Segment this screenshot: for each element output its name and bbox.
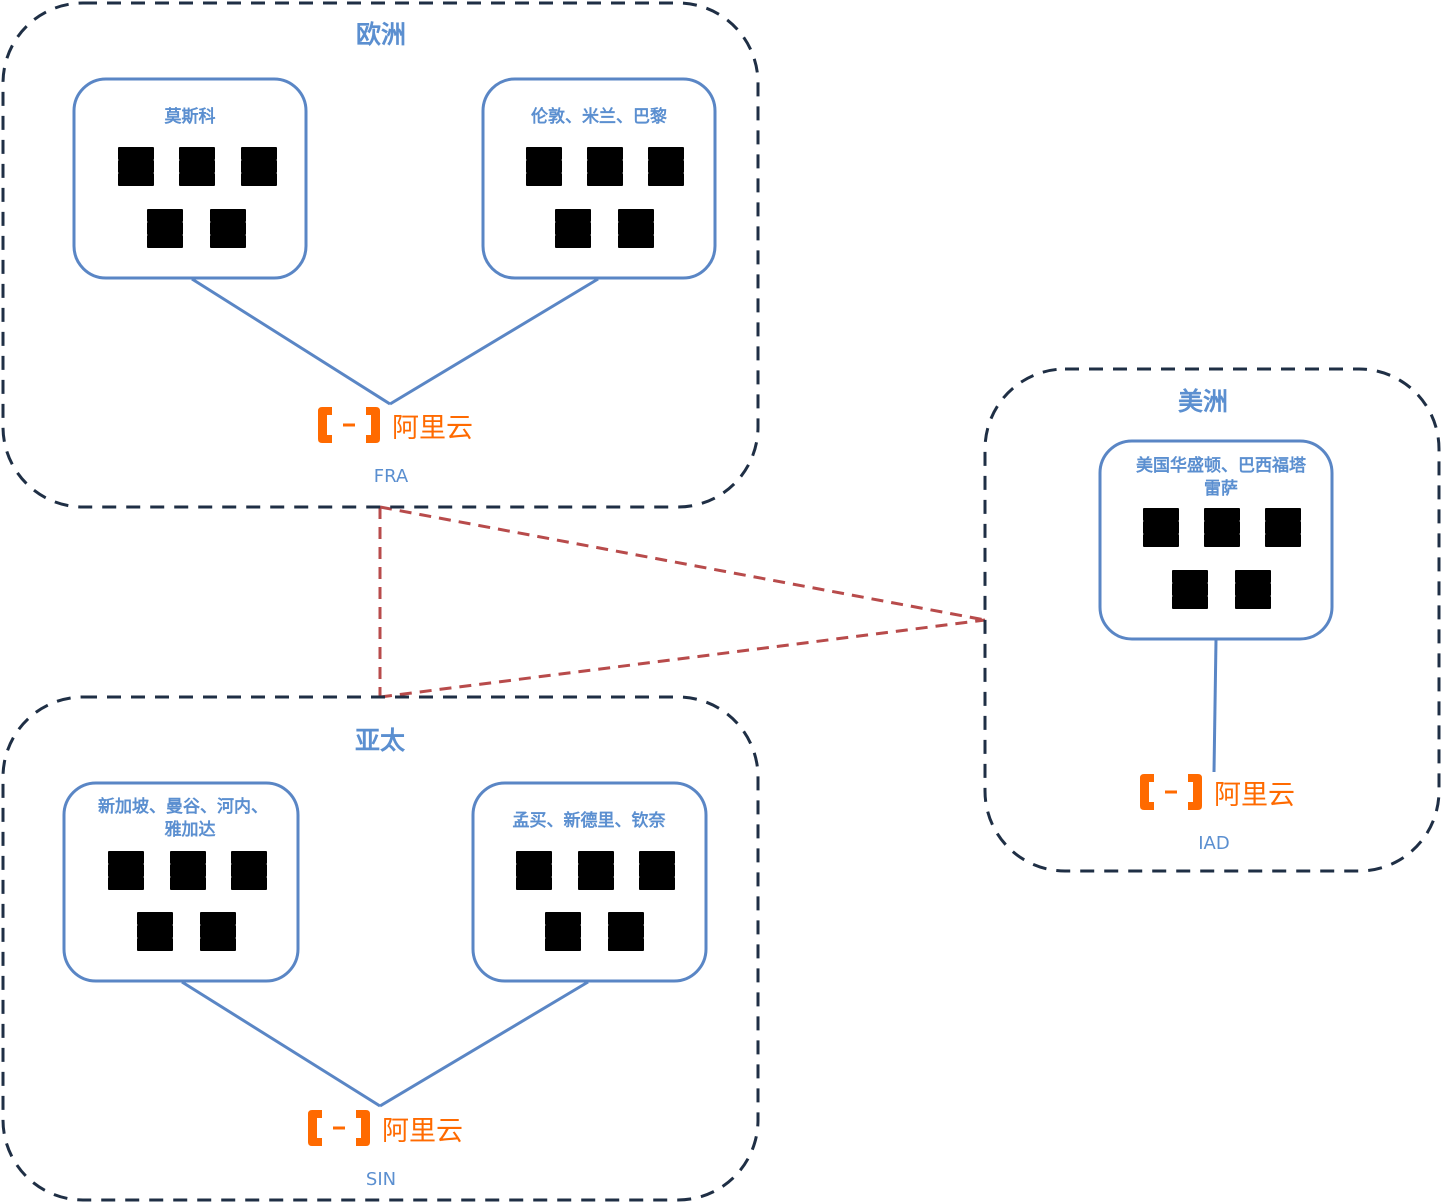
server-icon (545, 912, 581, 951)
link-sin-iad (379, 618, 986, 699)
server-icon (1172, 570, 1208, 609)
uplink (1212, 639, 1218, 773)
server-icon (1204, 508, 1240, 547)
server-icon (147, 209, 183, 248)
region-code: FRA (374, 466, 409, 487)
server-icon (555, 209, 591, 248)
server-icon (618, 209, 654, 248)
region-europe-border (1, 1, 760, 509)
region-asia-pacific: 亚太 新加坡、曼谷、河内、 雅加达 孟买、新德里、钦奈 阿里云 SIN (1, 695, 760, 1202)
uplink (191, 277, 391, 406)
datacenter-moscow: 莫斯科 (72, 77, 308, 280)
datacenter-washington-fortaleza: 美国华盛顿、巴西福塔 雷萨 (1098, 439, 1334, 641)
aliyun-logo-icon: 阿里云 (1140, 774, 1295, 811)
server-icon (179, 147, 215, 186)
region-title: 亚太 (355, 726, 406, 755)
datacenter-label: 伦敦、米兰、巴黎 (531, 106, 667, 127)
server-icon (587, 147, 623, 186)
uplink (389, 277, 599, 406)
region-europe: 欧洲 莫斯科 伦敦、米兰、巴黎 阿里云 FRA (1, 1, 760, 509)
logo-text: 阿里云 (382, 1116, 463, 1147)
region-title: 欧洲 (356, 20, 406, 49)
logo-text: 阿里云 (1214, 780, 1295, 811)
region-americas: 美洲 美国华盛顿、巴西福塔 雷萨 阿里云 IAD (983, 367, 1441, 873)
datacenter-label-line2: 雷萨 (1204, 478, 1238, 499)
server-icon (137, 912, 173, 951)
server-icon (516, 851, 552, 890)
server-icon (231, 851, 267, 890)
logo-text: 阿里云 (392, 413, 473, 444)
region-code: SIN (366, 1169, 396, 1190)
uplink (181, 980, 381, 1108)
server-icon (108, 851, 144, 890)
region-title: 美洲 (1178, 387, 1228, 416)
server-icon (1235, 570, 1271, 609)
server-icon (241, 147, 277, 186)
region-asia-pacific-border (1, 695, 760, 1202)
server-icon (648, 147, 684, 186)
server-icon (1265, 508, 1301, 547)
server-icon (578, 851, 614, 890)
datacenter-label: 莫斯科 (164, 106, 216, 127)
datacenter-label: 孟买、新德里、钦奈 (513, 810, 667, 831)
aliyun-logo-icon: 阿里云 (318, 407, 473, 444)
server-icon (608, 912, 644, 951)
aliyun-logo-icon: 阿里云 (308, 1110, 463, 1147)
datacenter-singapore-bangkok-hanoi-jakarta: 新加坡、曼谷、河内、 雅加达 (62, 781, 300, 983)
inter-region-links (378, 505, 986, 699)
server-icon (200, 912, 236, 951)
server-icon (170, 851, 206, 890)
datacenter-label-line2: 雅加达 (164, 819, 216, 840)
uplink (379, 980, 589, 1108)
server-icon (118, 147, 154, 186)
datacenter-label: 新加坡、曼谷、河内、 (98, 796, 268, 817)
datacenter-london-milan-paris: 伦敦、米兰、巴黎 (481, 77, 717, 280)
datacenter-label: 美国华盛顿、巴西福塔 (1136, 455, 1307, 476)
server-icon (1143, 508, 1179, 547)
server-icon (526, 147, 562, 186)
server-icon (210, 209, 246, 248)
link-fra-iad (379, 505, 986, 622)
datacenter-mumbai-newdelhi-chennai: 孟买、新德里、钦奈 (471, 781, 708, 983)
server-icon (639, 851, 675, 890)
region-americas-border (983, 367, 1441, 873)
region-code: IAD (1198, 833, 1229, 854)
